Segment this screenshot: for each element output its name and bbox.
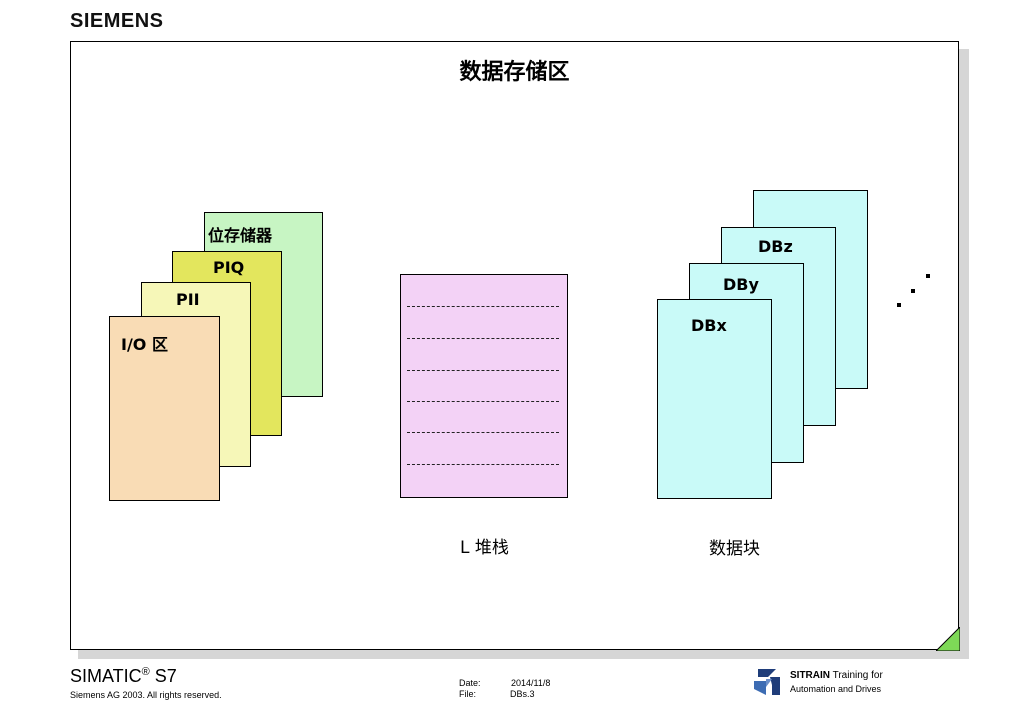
local-stack-caption: L 堆栈 (460, 538, 509, 558)
sitrain-brand: SITRAIN Training for (790, 670, 883, 681)
sitrain-subtitle: Automation and Drives (790, 684, 882, 694)
date-value: 2014/11/8 (511, 678, 551, 688)
dby-label: DBy (723, 275, 759, 294)
stack-divider (407, 432, 559, 433)
ellipsis-dot (911, 289, 915, 293)
product-main: SIMATIC (70, 666, 142, 686)
bit-memory-label: 位存储器 (208, 226, 273, 245)
file-label: File: (459, 689, 477, 699)
stack-divider (407, 306, 559, 307)
local-stack-box (400, 274, 568, 498)
stack-divider (407, 464, 559, 465)
date-label: Date: (459, 678, 481, 688)
dbz-label: DBz (758, 237, 793, 256)
page-corner-icon (936, 627, 960, 651)
sitrain-name: SITRAIN (790, 670, 830, 681)
io-area-card: I/O 区 (109, 316, 220, 501)
data-blocks-caption: 数据块 (709, 539, 760, 559)
footer-copyright: Siemens AG 2003. All rights reserved. (70, 690, 222, 700)
piq-label: PIQ (213, 258, 245, 277)
siemens-logo: SIEMENS (70, 10, 164, 32)
stack-divider (407, 338, 559, 339)
stack-divider (407, 401, 559, 402)
ellipsis-dot (897, 303, 901, 307)
footer-product: SIMATIC® S7 (70, 666, 177, 687)
slide-title: 数据存储区 (459, 60, 570, 85)
dbx-label: DBx (691, 316, 727, 335)
sitrain-logo-icon (754, 669, 780, 695)
io-area-label: I/O 区 (121, 335, 168, 354)
ellipsis-dot (926, 274, 930, 278)
product-suffix: S7 (149, 666, 177, 686)
pii-label: PII (176, 290, 200, 309)
file-value: DBs.3 (510, 689, 535, 699)
stack-divider (407, 370, 559, 371)
registered-mark: ® (141, 666, 150, 678)
sitrain-tagline: Training for (830, 670, 883, 681)
dbx-card: DBx (657, 299, 772, 499)
